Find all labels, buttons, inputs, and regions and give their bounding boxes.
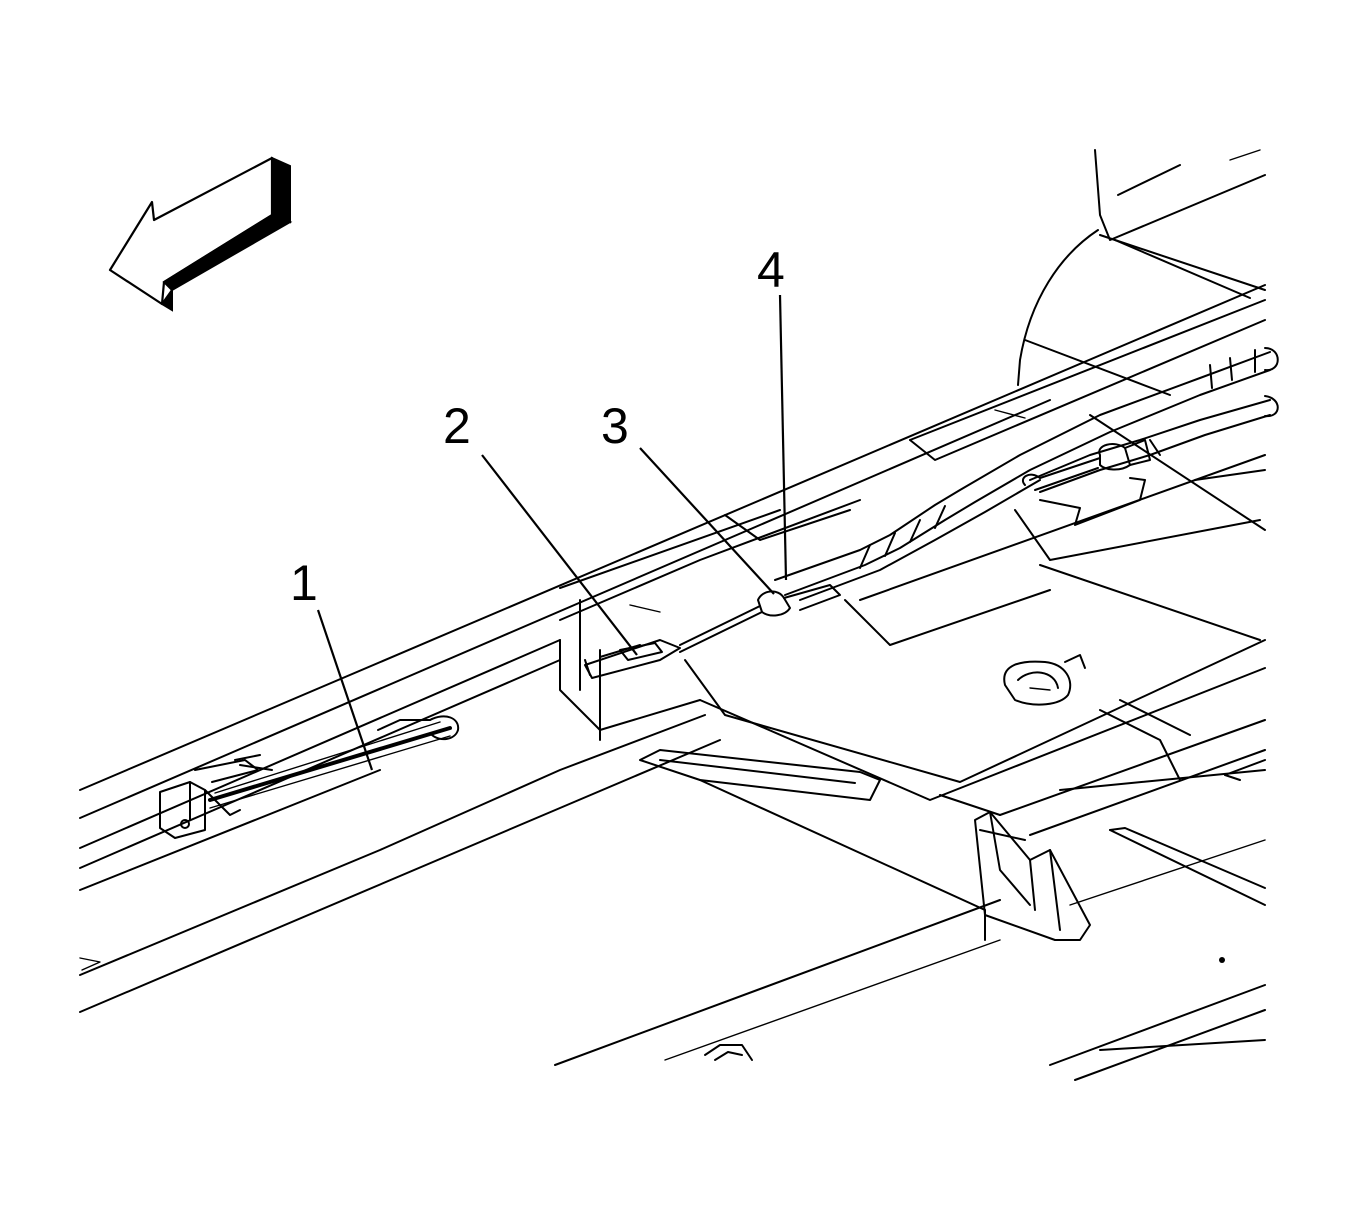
leader-1 bbox=[316, 609, 374, 771]
underbody-floor-panel bbox=[79, 149, 1266, 1081]
parking-brake-cable bbox=[208, 347, 1279, 809]
callout-3: 3 bbox=[601, 398, 629, 454]
callout-leaders bbox=[316, 294, 788, 771]
callout-labels: 1 2 3 4 bbox=[290, 242, 785, 611]
leader-2 bbox=[481, 454, 638, 656]
callout-2: 2 bbox=[443, 398, 471, 454]
front-direction-arrow-icon bbox=[108, 156, 293, 312]
callout-1: 1 bbox=[290, 555, 318, 611]
leader-3 bbox=[639, 447, 775, 595]
leader-4 bbox=[778, 294, 788, 581]
callout-4: 4 bbox=[757, 242, 785, 298]
